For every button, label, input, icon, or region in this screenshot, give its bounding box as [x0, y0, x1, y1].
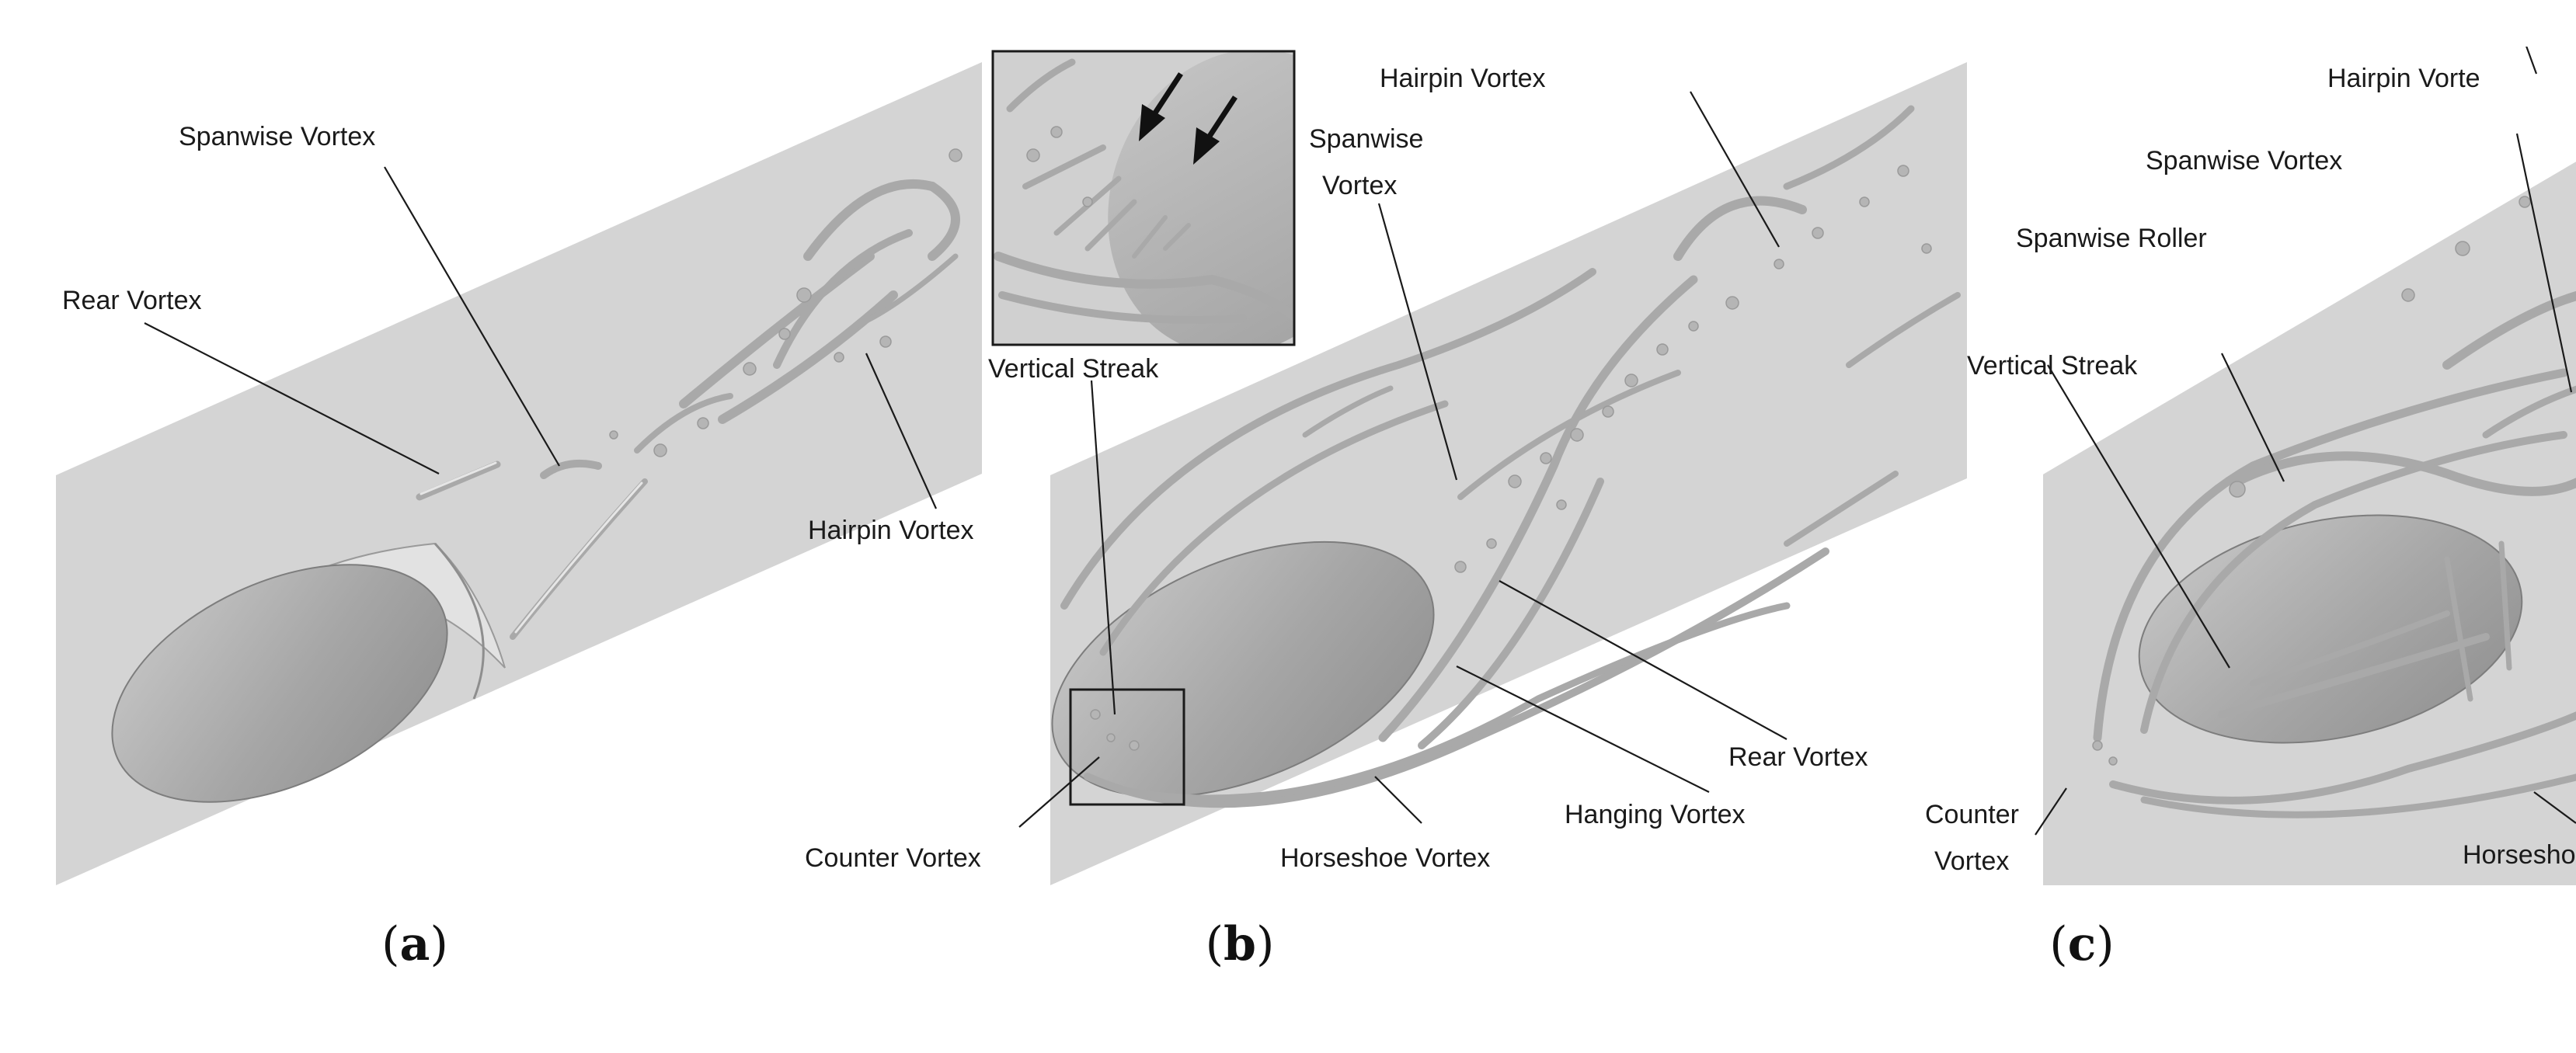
label-b-hanging-vortex: Hanging Vortex — [1565, 800, 1746, 829]
inset-arrow-icon — [1139, 72, 1183, 141]
panel-b-inset-region — [1069, 688, 1185, 806]
label-a-spanwise-vortex: Spanwise Vortex — [179, 122, 375, 151]
label-c-vertical-streak: Vertical Streak — [1967, 351, 2138, 381]
label-c-counter-line2: Vortex — [1934, 846, 2009, 876]
label-a-hairpin-vortex: Hairpin Vortex — [808, 516, 974, 545]
label-b-hairpin-vortex: Hairpin Vortex — [1380, 64, 1546, 93]
panel-c: Hairpin Vorte Spanwise Vortex Spanwise R… — [1925, 47, 2576, 971]
label-c-spanwise-roller: Spanwise Roller — [2016, 224, 2207, 253]
label-b-vertical-streak: Vertical Streak — [988, 354, 1159, 384]
label-b-counter-vortex: Counter Vortex — [805, 843, 981, 873]
label-c-horseshoe: Horseshoe — [2463, 840, 2576, 870]
panel-b-vortices — [1060, 105, 1961, 808]
label-b-spanwise-line1: Spanwise — [1309, 124, 1423, 154]
inset-arrow-icon — [1193, 96, 1238, 165]
panel-b: Hairpin Vortex Spanwise Vortex Vertical … — [805, 50, 1967, 971]
label-b-rear-vortex: Rear Vortex — [1728, 742, 1868, 772]
label-c-spanwise-vortex: Spanwise Vortex — [2146, 146, 2342, 176]
caption-b: (b) — [1206, 917, 1275, 971]
panel-a-hemisphere — [111, 542, 506, 803]
caption-c: (c) — [2049, 917, 2114, 971]
panel-c-plate — [2043, 162, 2576, 885]
panel-c-vortices — [2092, 196, 2576, 818]
label-c-hairpin-vortex: Hairpin Vorte — [2327, 64, 2480, 93]
panel-c-hemisphere — [2138, 514, 2523, 744]
panel-b-inset-zoom — [991, 50, 1296, 346]
panel-b-hemisphere — [1051, 540, 1435, 798]
label-a-rear-vortex: Rear Vortex — [62, 286, 202, 315]
caption-a: (a) — [381, 917, 448, 971]
label-b-spanwise-line2: Vortex — [1322, 171, 1397, 200]
label-c-counter-line1: Counter — [1925, 800, 2019, 829]
panel-a: Spanwise Vortex Rear Vortex Hairpin Vort… — [56, 62, 982, 971]
label-b-horseshoe-vortex: Horseshoe Vortex — [1280, 843, 1490, 873]
panel-a-vortices — [416, 148, 963, 640]
